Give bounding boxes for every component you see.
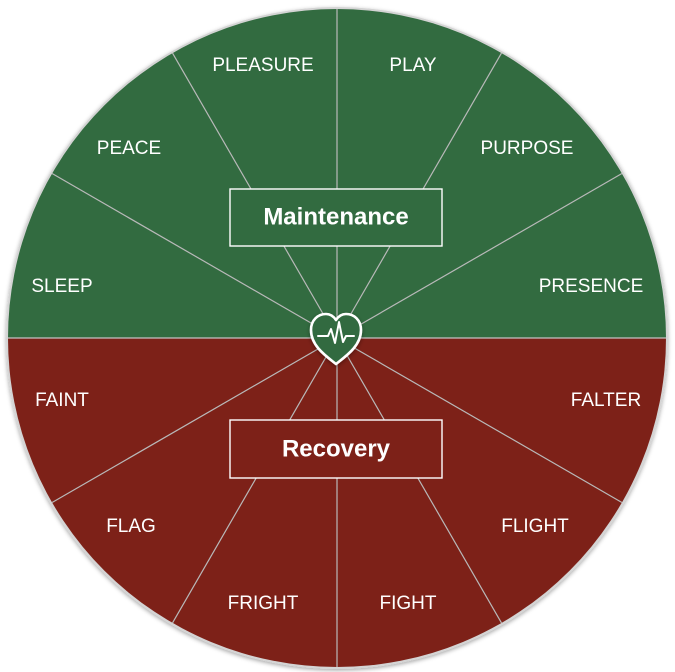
maintenance-title: Maintenance <box>263 203 408 230</box>
segment-label-presence: PRESENCE <box>539 276 644 297</box>
recovery-labels: FAINT FLAG FRIGHT FIGHT FLIGHT FALTER <box>35 390 641 614</box>
maintenance-title-box: Maintenance <box>229 188 443 247</box>
recovery-title-box: Recovery <box>229 419 443 479</box>
segment-label-flight: FLIGHT <box>501 516 569 537</box>
segment-divider-line <box>171 337 338 624</box>
segment-divider-line <box>336 172 623 339</box>
segment-label-sleep: SLEEP <box>31 276 92 297</box>
segment-label-peace: PEACE <box>97 138 161 159</box>
segment-label-fright: FRIGHT <box>228 593 299 614</box>
segment-divider-line <box>336 337 503 624</box>
segment-label-falter: FALTER <box>571 390 641 411</box>
heart-pulse-icon <box>309 312 363 366</box>
segment-divider-line <box>51 337 338 504</box>
maintenance-title-frame <box>229 188 443 247</box>
segment-label-fight: FIGHT <box>380 593 437 614</box>
segment-divider-line <box>51 172 338 339</box>
segment-label-faint: FAINT <box>35 390 89 411</box>
segment-label-flag: FLAG <box>106 516 156 537</box>
segment-dividers <box>51 9 623 667</box>
segment-divider-line <box>336 337 623 504</box>
segment-label-pleasure: PLEASURE <box>212 55 313 76</box>
recovery-title: Recovery <box>282 435 391 462</box>
segment-label-play: PLAY <box>389 55 437 76</box>
segment-label-purpose: PURPOSE <box>481 138 574 159</box>
recovery-title-frame <box>229 419 443 479</box>
maintenance-labels: SLEEP PEACE PLEASURE PLAY PURPOSE PRESEN… <box>31 55 643 297</box>
